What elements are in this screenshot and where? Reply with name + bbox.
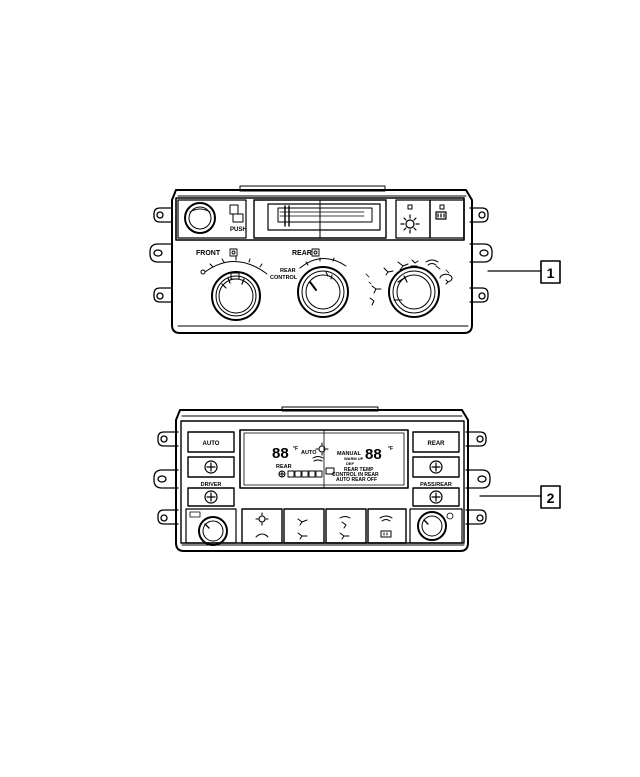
display-manual: MANUAL <box>337 451 361 457</box>
mode-button-1[interactable] <box>241 508 283 544</box>
bi-level-icon <box>383 261 409 276</box>
rear-defrost-icon <box>380 530 392 538</box>
pass-temp-down-button[interactable] <box>412 487 460 507</box>
push-button[interactable]: PUSH <box>229 204 247 233</box>
sun-icon <box>400 214 420 234</box>
panel-vent-icon <box>297 518 308 526</box>
defrost-icon <box>312 456 324 462</box>
pass-fan-knob[interactable] <box>409 508 463 544</box>
rear-defrost-icon <box>325 467 335 475</box>
mode-button-3[interactable] <box>325 508 367 544</box>
pass-rear-label: PASS/REAR <box>420 482 452 488</box>
driver-fan-knob[interactable] <box>185 508 237 546</box>
front-defrost-button[interactable] <box>429 199 465 239</box>
display-left-digits: 88 <box>272 445 289 462</box>
defrost-icon <box>425 259 439 266</box>
rear-button-label: REAR <box>427 441 445 447</box>
fan-icon <box>278 470 286 478</box>
display-defog: DEF <box>346 461 355 466</box>
mode-knob[interactable] <box>388 266 440 318</box>
callout-1: 1 <box>487 260 561 284</box>
mode-button-2[interactable] <box>283 508 325 544</box>
callout-2: 2 <box>479 485 561 509</box>
sun-icon <box>315 442 329 456</box>
plus-icon <box>204 490 218 504</box>
lcd-display: 88 °F AUTO MANUAL WARM UP DEF 88 °F REAR… <box>239 429 409 489</box>
auto-label: AUTO <box>203 441 220 447</box>
plus-icon <box>429 460 443 474</box>
driver-temp-up-button[interactable] <box>187 456 235 478</box>
defrost-icon <box>379 515 393 522</box>
auto-control-panel: AUTO DRIVER <box>153 406 491 552</box>
callout-1-number: 1 <box>547 265 555 281</box>
floor-vent-icon <box>339 532 350 540</box>
push-label: PUSH <box>230 227 247 233</box>
plus-icon <box>429 490 443 504</box>
plus-icon <box>204 460 218 474</box>
driver-label: DRIVER <box>201 482 222 488</box>
blower-knob-small[interactable] <box>177 199 247 239</box>
rear-button[interactable]: REAR <box>412 431 460 453</box>
mounting-bracket-right <box>465 431 491 525</box>
front-fan-knob[interactable] <box>200 256 268 321</box>
display-warmup: WARM UP <box>344 456 364 461</box>
mode-button-4[interactable] <box>367 508 407 544</box>
display-rear: REAR <box>276 464 292 470</box>
driver-temp-down-button[interactable] <box>187 487 235 507</box>
mounting-bracket-right <box>469 207 493 303</box>
recirculation-icon <box>255 533 269 538</box>
display-unit-right: °F <box>388 446 393 452</box>
display-auto-rear-off: AUTO REAR OFF <box>336 477 377 483</box>
rear-control-label-2: CONTROL <box>270 275 298 281</box>
front-label: FRONT <box>196 250 221 257</box>
bi-level-icon <box>339 516 351 529</box>
rear-defrost-button[interactable] <box>395 199 431 239</box>
callout-2-number: 2 <box>547 490 555 506</box>
floor-vent-icon <box>297 532 308 540</box>
manual-control-panel: PUSH FRONT <box>149 185 493 334</box>
mounting-bracket-left <box>153 431 179 525</box>
rear-defrost-icon <box>435 211 447 220</box>
rear-control-label-1: REAR <box>280 268 296 274</box>
auto-button[interactable]: AUTO <box>187 431 235 453</box>
display-right-digits: 88 <box>365 446 382 463</box>
rear-fan-knob[interactable] <box>297 257 349 318</box>
fan-icon <box>311 248 320 257</box>
display-auto: AUTO <box>301 450 317 456</box>
rear-label: REAR <box>292 250 312 257</box>
recirculation-icon <box>439 273 453 285</box>
floor-vent-icon <box>369 285 382 306</box>
fan-speed-bars <box>287 470 323 478</box>
fan-icon <box>229 248 238 257</box>
display-unit-left: °F <box>293 446 298 452</box>
sun-icon <box>255 512 269 526</box>
pass-temp-up-button[interactable] <box>412 456 460 478</box>
panel-vent-icon <box>410 259 419 267</box>
display-control-in-rear: CONTROL IN REAR <box>332 472 379 478</box>
center-module <box>253 199 387 239</box>
mounting-bracket-left <box>149 207 173 303</box>
display-rear-temp: REAR TEMP <box>344 467 374 473</box>
